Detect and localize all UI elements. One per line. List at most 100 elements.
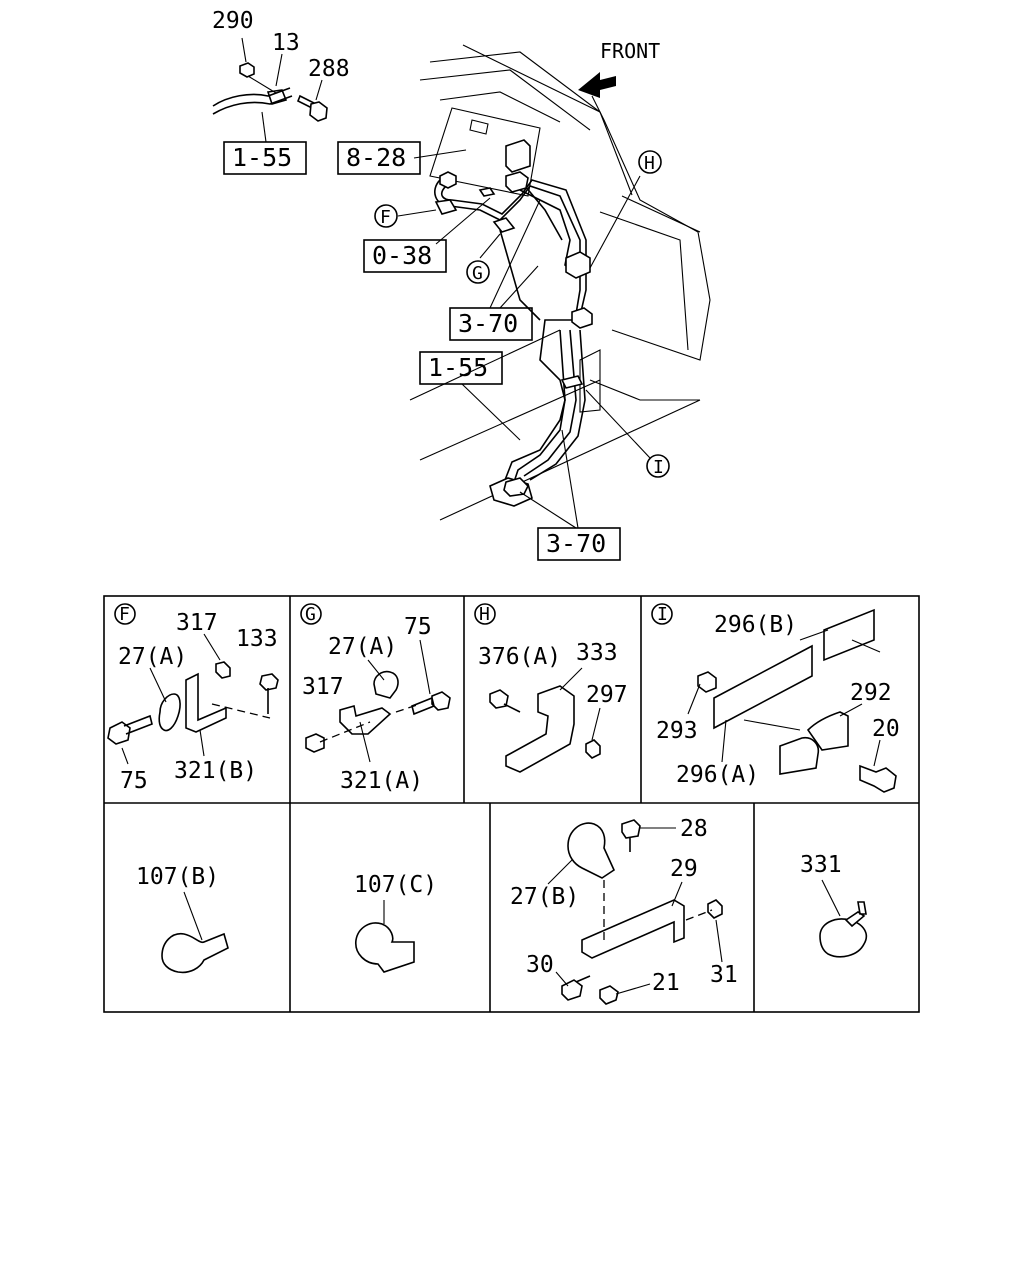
detail-F-label-317: 317: [176, 610, 218, 636]
detail-107c: 107(C): [354, 872, 437, 973]
ref-box-0-38[interactable]: 0-38: [363, 239, 447, 273]
detail-F-label-133: 133: [236, 626, 278, 652]
detail-H-label-333: 333: [576, 640, 618, 666]
bolt-20-icon: [859, 764, 897, 793]
detail-I-label-20: 20: [872, 716, 900, 742]
plate-296b-icon: [823, 608, 875, 662]
marker-I[interactable]: I: [646, 454, 670, 478]
ref-label: 1-55: [428, 353, 488, 382]
detail-I-label-296b: 296(B): [714, 612, 797, 638]
clip-107b-icon: [161, 932, 229, 974]
ref-box-8-28[interactable]: 8-28: [337, 141, 421, 175]
bolt-30-icon: [561, 975, 591, 1001]
detail-27b-label-27b: 27(B): [510, 884, 579, 910]
detail-27b-label-30: 30: [526, 952, 554, 978]
ref-label: 3-70: [546, 529, 606, 558]
clip-27b-icon: [567, 822, 616, 879]
clip-27a-icon: [373, 670, 399, 699]
ref-label: 8-28: [346, 143, 406, 172]
detail-grid: [103, 595, 920, 1013]
bolt-288-icon: [309, 101, 328, 122]
main-assembly: FRONT: [212, 8, 711, 561]
detail-G: G 27(A) 75 317 321(A): [300, 603, 451, 794]
nut-21-icon: [599, 985, 619, 1005]
detail-27b-label-28: 28: [680, 816, 708, 842]
nut-31-icon: [707, 899, 723, 919]
detail-I-label-296a: 296(A): [676, 762, 759, 788]
detail-F: F 317 133 27(A) 75 321(B): [107, 603, 279, 794]
front-arrow-icon: [578, 72, 616, 98]
nut-293-icon: [697, 671, 717, 693]
detail-H-marker: H: [479, 604, 490, 625]
nut-297-icon: [585, 739, 601, 759]
detail-I-label-292: 292: [850, 680, 892, 706]
ref-box-3-70-bottom[interactable]: 3-70: [537, 527, 621, 561]
detail-H-label-297: 297: [586, 682, 628, 708]
front-label: FRONT: [600, 39, 660, 63]
detail-107b: 107(B): [136, 864, 229, 974]
detail-27b-assembly: 28 29 27(B) 30 21 31: [510, 816, 738, 1005]
plate-296a-icon: [713, 644, 813, 730]
pipe-clip-assembly: [212, 37, 328, 143]
detail-331: 331: [800, 852, 868, 958]
brake-pipes: [434, 139, 593, 507]
marker-F[interactable]: F: [374, 204, 398, 228]
clip-107c-icon: [355, 922, 415, 973]
bolt-28-icon: [621, 819, 641, 852]
detail-G-label-27a: 27(A): [328, 634, 397, 660]
clip-27a-icon: [158, 693, 181, 732]
detail-F-marker: F: [119, 604, 130, 625]
callout-288: 288: [308, 56, 350, 82]
detail-F-label-27a: 27(A): [118, 644, 187, 670]
marker-H[interactable]: H: [638, 150, 662, 174]
detail-G-label-317: 317: [302, 674, 344, 700]
ref-label: 1-55: [232, 143, 292, 172]
detail-331-label: 331: [800, 852, 842, 878]
marker-G-label: G: [472, 263, 483, 284]
marker-G[interactable]: G: [466, 260, 490, 284]
detail-27b-label-31: 31: [710, 962, 738, 988]
ref-label: 0-38: [372, 241, 432, 270]
callout-290: 290: [212, 8, 254, 34]
cable-tie-331-icon: [819, 918, 868, 958]
leaders: [397, 149, 651, 529]
bracket-321b-icon: [185, 672, 227, 733]
detail-G-label-321a: 321(A): [340, 768, 423, 794]
marker-H-label: H: [644, 153, 655, 174]
nut-290-icon: [239, 62, 255, 78]
detail-F-label-75: 75: [120, 768, 148, 794]
marker-I-label: I: [653, 457, 664, 478]
detail-G-marker: G: [305, 604, 316, 625]
bolt-376a-icon: [489, 689, 521, 713]
detail-27b-label-21: 21: [652, 970, 680, 996]
marker-F-label: F: [380, 207, 391, 228]
detail-27b-label-29: 29: [670, 856, 698, 882]
bolt-75-icon: [107, 714, 153, 745]
detail-I: I 296(B) 293 292 20 296(A): [651, 603, 900, 793]
ref-label: 3-70: [458, 309, 518, 338]
clamp-292-upper-icon: [806, 711, 849, 751]
bracket-321a-icon: [339, 704, 392, 735]
ref-box-1-55-top[interactable]: 1-55: [223, 141, 307, 175]
detail-I-marker: I: [657, 604, 668, 625]
ref-box-3-70-mid[interactable]: 3-70: [449, 307, 533, 341]
callout-13: 13: [272, 30, 300, 56]
detail-I-label-293: 293: [656, 718, 698, 744]
clamp-292-lower-icon: [779, 736, 820, 775]
frame-outline: [409, 44, 711, 521]
bracket-29-icon: [581, 899, 685, 959]
bracket-333-icon: [505, 685, 575, 773]
detail-G-label-75: 75: [404, 614, 432, 640]
detail-107c-label: 107(C): [354, 872, 437, 898]
detail-107b-label: 107(B): [136, 864, 219, 890]
bolt-75-icon: [411, 691, 451, 716]
nut-317-icon: [305, 733, 325, 753]
nut-317-icon: [215, 661, 231, 679]
detail-H-label-376a: 376(A): [478, 644, 561, 670]
ref-box-1-55-mid[interactable]: 1-55: [419, 351, 503, 385]
detail-F-label-321b: 321(B): [174, 758, 257, 784]
bolt-133-icon: [259, 673, 279, 714]
detail-H: H 376(A) 333 297: [474, 603, 628, 773]
front-arrow: FRONT: [578, 39, 660, 98]
